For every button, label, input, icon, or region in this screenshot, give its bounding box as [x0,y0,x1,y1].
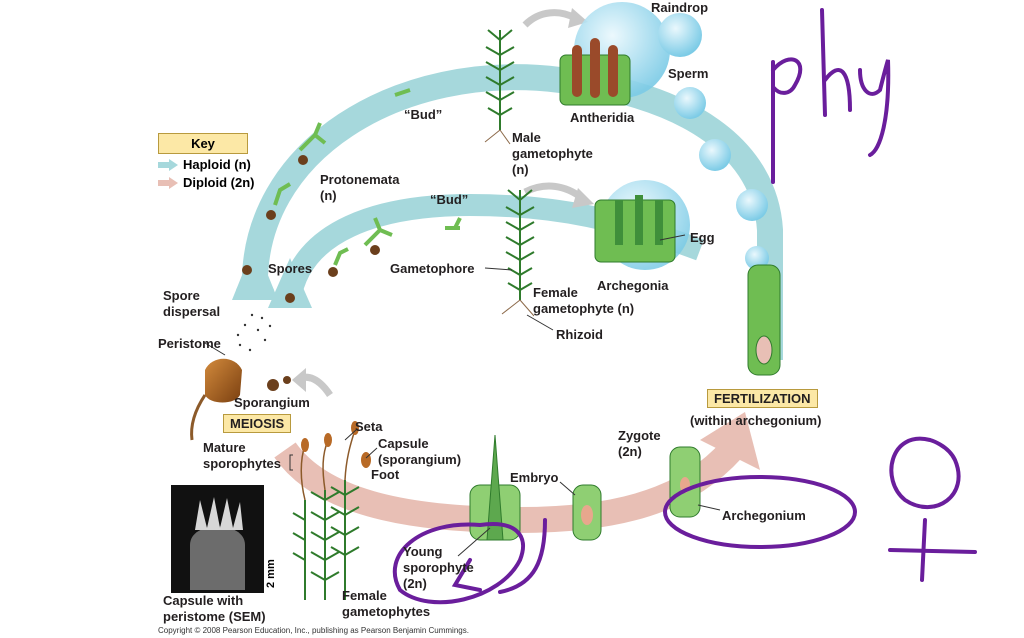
label-sporangium: Sporangium [234,395,310,410]
label-spore-dispersal: Spore dispersal [163,288,221,319]
label-capsule: Capsule (sporangium) [378,436,462,467]
label-bud-top: “Bud” [404,107,443,122]
protonemata-and-buds [273,88,462,266]
label-sperm: Sperm [668,66,709,81]
label-fertilization: FERTILIZATION [707,389,818,408]
label-male-gametophyte: Male gametophyte (n) [512,130,593,177]
label-scale: 2 mm [265,559,277,588]
key-haploid: Haploid (n) [158,157,268,172]
leader-lines [204,234,721,557]
label-zygote: Zygote (2n) [618,428,661,459]
key-diploid: Diploid (2n) [158,175,268,190]
label-archegonia: Archegonia [597,278,669,293]
female-gametophyte-plant [501,189,535,317]
archegonia-cluster [594,180,690,270]
legend-key: Key Haploid (n) Diploid (2n) [158,133,268,190]
open-capsule-peristome [190,358,242,441]
key-title: Key [158,133,248,154]
label-female-gametophytes: Female gametophytes [342,588,431,619]
label-meiosis: MEIOSIS [223,414,292,433]
label-mature-sporophytes: Mature sporophytes [203,440,282,471]
haploid-arrowhead-spores [232,243,312,308]
label-female-gametophyte: Female gametophyte (n) [533,285,635,316]
handwritten-annotations [392,8,977,605]
label-antheridia: Antheridia [570,110,635,125]
haploid-arrow-outer [236,64,783,360]
label-capsule-with-peristome: Capsule with peristome (SEM) [163,593,266,624]
haploid-arrow-icon [158,158,178,171]
spores [242,155,380,391]
male-gametophyte-plant [484,29,515,145]
label-young-sporophyte: Young sporophyte (2n) [403,544,474,591]
fertilization-archegonium [747,264,781,376]
label-seta: Seta [355,419,383,434]
label-foot: Foot [371,467,400,482]
label-archegonium: Archegonium [722,508,806,523]
label-rhizoid: Rhizoid [556,327,603,342]
label-egg: Egg [690,230,715,245]
diploid-arrow-icon [158,176,178,189]
label-spores: Spores [268,261,313,276]
label-protonemata: Protonemata (n) [320,172,400,203]
mature-sporophytes [292,421,371,600]
spore-dispersal-dots [236,313,272,352]
label-raindrop: Raindrop [651,0,709,15]
antheridia-cluster [559,38,631,106]
copyright-notice: Copyright © 2008 Pearson Education, Inc.… [158,626,469,635]
label-peristome: Peristome [158,336,221,351]
label-within-archegonium: (within archegonium) [690,413,822,428]
label-embryo: Embryo [510,470,559,485]
label-bud-mid: “Bud” [430,192,469,207]
sem-capsule-image [171,485,264,593]
label-gametophore: Gametophore [390,261,475,276]
